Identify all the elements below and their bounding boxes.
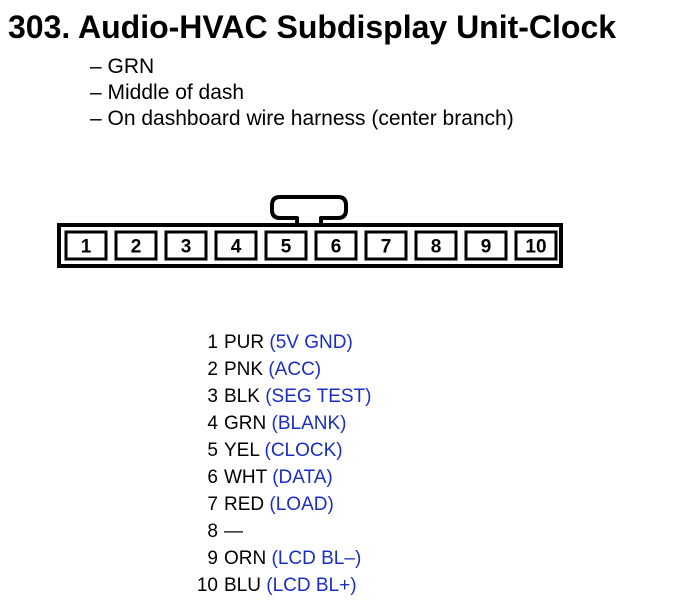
connector-pin-cell [114,230,158,261]
connector-pin-cell [364,230,408,261]
connector-pin-label: 2 [131,237,142,258]
pinout-row: 7 RED (LOAD) [190,491,371,518]
note-harness: – On dashboard wire harness (center bran… [90,107,514,130]
wire-color: PNK [224,359,264,380]
pin-function: (BLANK) [271,413,347,434]
pinout-row: 9 ORN (LCD BL–) [190,545,371,572]
pin-number: 5 [207,440,218,461]
pin-function: (ACC) [268,359,322,380]
pin-function: (5V GND) [269,332,353,353]
connector-pin-label: 6 [331,237,342,258]
pinout-row: 8— [190,518,371,545]
connector-pin-cell [464,230,508,261]
connector-pin-label: 9 [481,237,492,258]
pin-number: 8 [207,521,218,542]
pinout-row: 10 BLU (LCD BL+) [190,572,371,599]
connector-pin-cell [264,230,308,261]
connector-pin-cell [214,230,258,261]
wire-color: — [224,521,243,542]
wire-color: RED [224,494,265,515]
wire-color: BLK [224,386,260,407]
pin-number: 1 [207,332,218,353]
note-location: – Middle of dash [90,81,245,104]
connector-pin-label: 5 [281,237,292,258]
connector-pin-cell [64,230,108,261]
connector-pin-label: 7 [381,237,392,258]
pinout-row: 1 PUR (5V GND) [190,329,371,356]
connector-pin-label: 3 [181,237,192,258]
pinout-row: 6 WHT (DATA) [190,464,371,491]
connector-notes: – GRN – Middle of dash – On dashboard wi… [90,54,514,132]
page-title: 303. Audio-HVAC Subdisplay Unit-Clock [8,9,617,45]
connector-pin-cell [414,230,458,261]
pin-function: (LOAD) [269,494,334,515]
pin-number: 3 [207,386,218,407]
pin-number: 9 [207,548,218,569]
wire-color: WHT [224,467,267,488]
pin-function: (SEG TEST) [265,386,372,407]
wire-color: YEL [224,440,260,461]
pin-number: 4 [207,413,218,434]
pin-function: (DATA) [272,467,333,488]
wire-color: ORN [224,548,267,569]
wire-color: GRN [224,413,267,434]
pinout-row: 3 BLK (SEG TEST) [190,383,371,410]
pinout-row: 4 GRN (BLANK) [190,410,371,437]
connector-pin-cell [514,230,558,261]
connector-pin-cell [164,230,208,261]
connector-pin-cell [314,230,358,261]
pinout-row: 2 PNK (ACC) [190,356,371,383]
connector-lock-tab [270,195,348,230]
pinout-list: 1 PUR (5V GND) 2 PNK (ACC) 3 BLK (SEG TEST)… [190,329,372,599]
pin-number: 2 [207,359,218,380]
pin-function: (CLOCK) [264,440,343,461]
connector-pin-label: 4 [231,237,242,258]
pinout-row: 5 YEL (CLOCK) [190,437,371,464]
pin-function: (LCD BL–) [271,548,362,569]
pin-function: (LCD BL+) [266,575,357,596]
pin-number: 6 [207,467,218,488]
wire-color: PUR [224,332,265,353]
connector-pin-label: 8 [431,237,442,258]
wire-color: BLU [224,575,261,596]
connector-pin-label: 1 [81,237,92,258]
pin-number: 10 [196,575,218,596]
connector-pin-label: 10 [525,237,546,258]
pin-number: 7 [207,494,218,515]
note-color: – GRN [90,55,155,78]
